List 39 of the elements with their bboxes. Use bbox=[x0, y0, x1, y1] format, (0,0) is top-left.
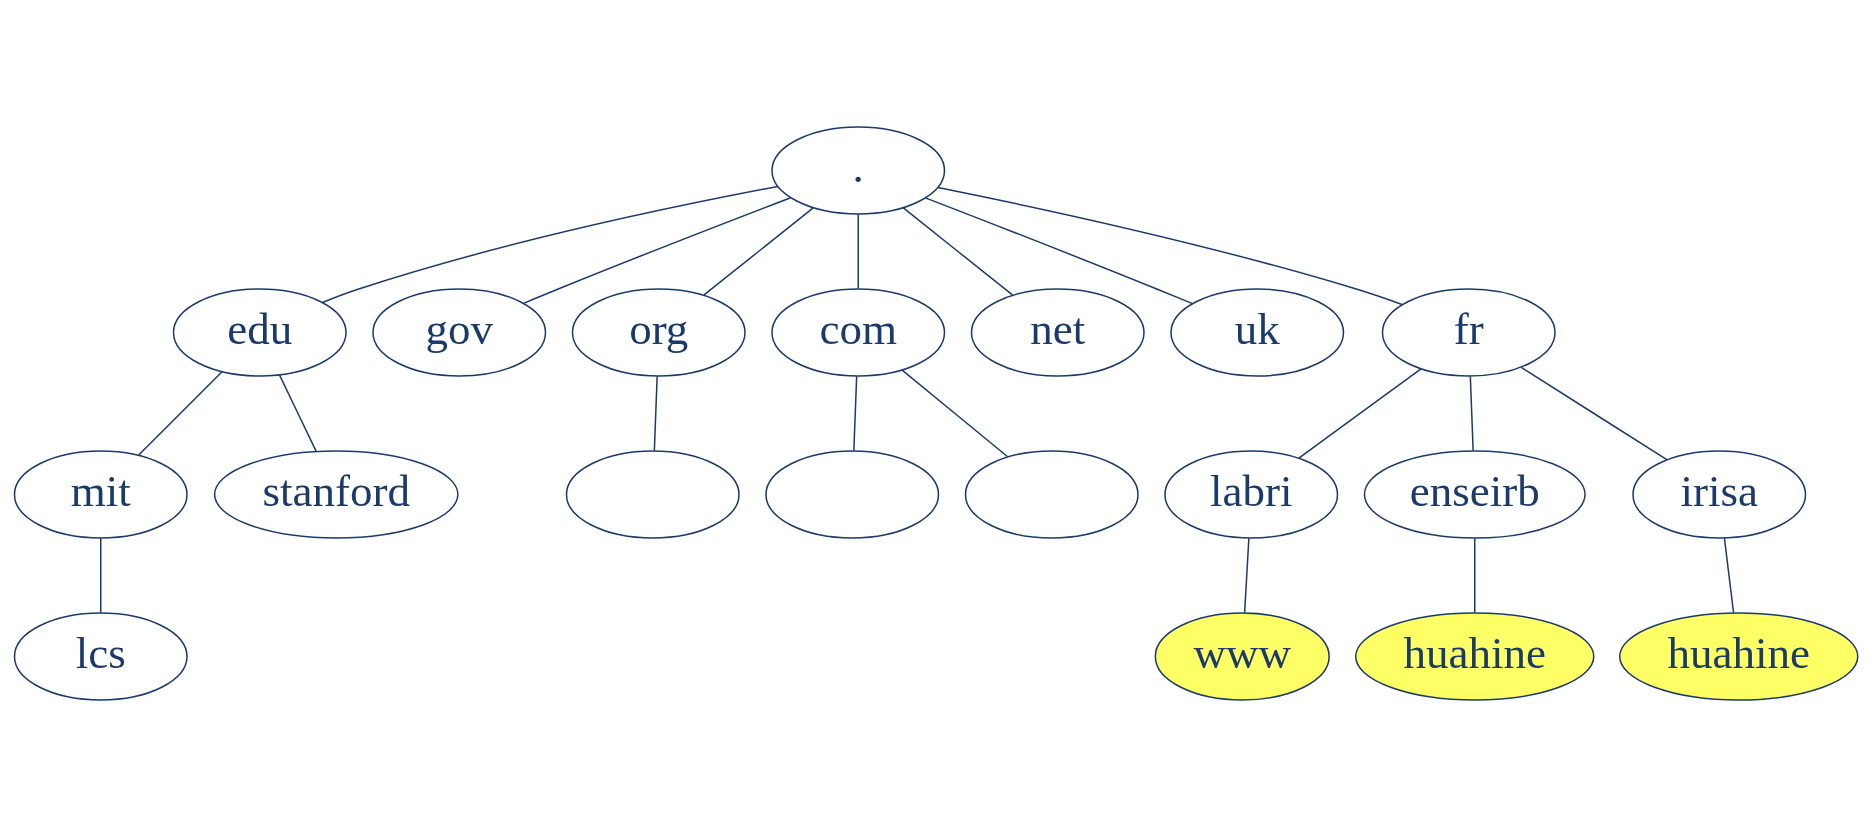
node-ellipse: com bbox=[771, 288, 946, 377]
node-ellipse: www bbox=[1154, 612, 1330, 701]
connector bbox=[703, 206, 815, 296]
node-ellipse: fr bbox=[1381, 288, 1556, 377]
node-ellipse: lcs bbox=[13, 612, 188, 701]
connector bbox=[522, 196, 792, 305]
node-ellipse bbox=[565, 450, 740, 539]
connector bbox=[853, 375, 858, 452]
node-ellipse: org bbox=[571, 288, 746, 377]
connector bbox=[1469, 375, 1474, 452]
connector bbox=[278, 374, 317, 452]
node-ellipse: irisa bbox=[1632, 450, 1807, 539]
connector bbox=[924, 197, 1194, 305]
node-ellipse: mit bbox=[13, 450, 188, 539]
connector bbox=[1723, 537, 1735, 614]
connector bbox=[902, 206, 1014, 296]
node-ellipse: uk bbox=[1170, 288, 1345, 377]
connector bbox=[1520, 366, 1668, 461]
node-ellipse: net bbox=[970, 288, 1145, 377]
node-ellipse: huahine bbox=[1354, 612, 1595, 701]
node-ellipse: enseirb bbox=[1363, 450, 1586, 539]
connector bbox=[1474, 537, 1476, 614]
node-ellipse: huahine bbox=[1618, 612, 1859, 701]
node-ellipse bbox=[765, 450, 940, 539]
node-ellipse: edu bbox=[172, 288, 347, 377]
node-ellipse: labri bbox=[1164, 450, 1339, 539]
connector bbox=[937, 186, 1403, 306]
connector bbox=[137, 370, 223, 456]
node-ellipse: gov bbox=[372, 288, 547, 377]
node-ellipse bbox=[964, 450, 1139, 539]
connector bbox=[1298, 368, 1422, 459]
node-ellipse: . bbox=[771, 126, 946, 215]
connector bbox=[653, 375, 658, 452]
connector bbox=[1243, 537, 1250, 614]
connector bbox=[100, 537, 102, 614]
connector bbox=[321, 185, 779, 304]
node-ellipse: stanford bbox=[213, 450, 459, 539]
connector bbox=[901, 369, 1009, 458]
connector bbox=[857, 213, 859, 290]
